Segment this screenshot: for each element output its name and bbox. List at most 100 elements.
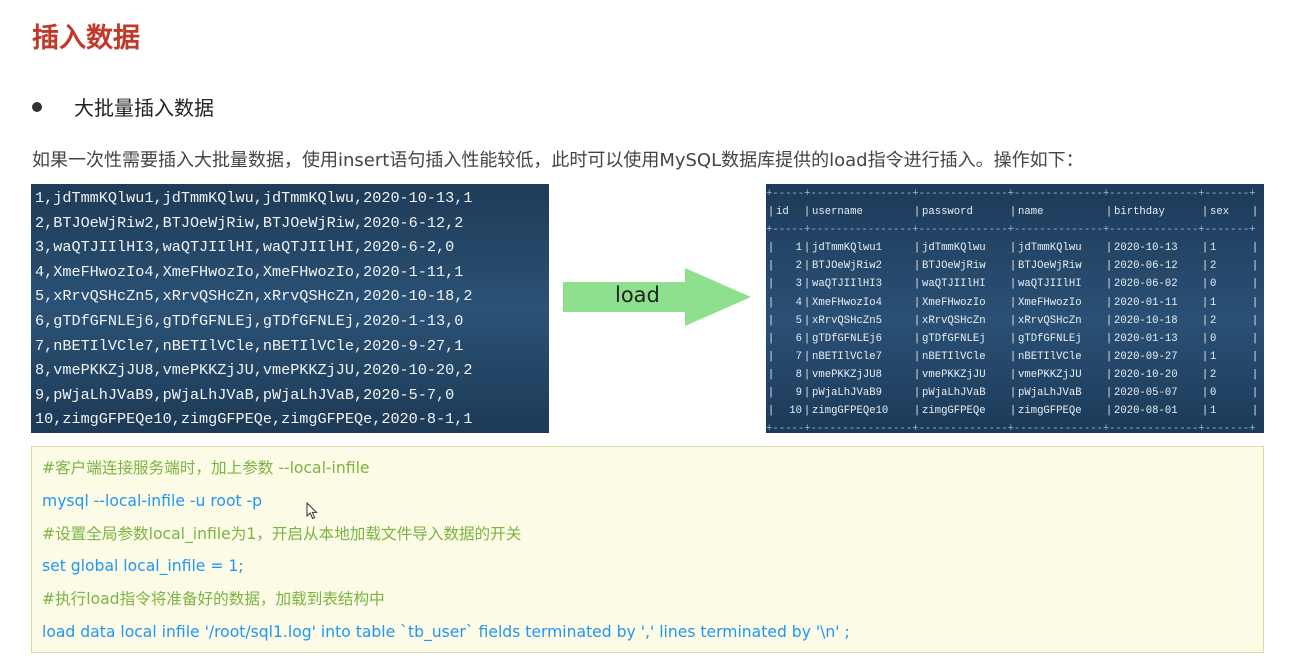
cell-divider: | (767, 368, 775, 381)
cell-divider: | (767, 242, 775, 255)
table-cell: BTJOeWjRiw2 (812, 260, 882, 273)
cell-divider: | (1009, 405, 1017, 418)
cell-divider: | (1251, 350, 1259, 363)
table-cell: 5 (795, 314, 802, 327)
cell-divider: | (1251, 314, 1259, 327)
table-cell: 1 (1210, 296, 1217, 309)
table-cell: pWjaLhJVaB9 (812, 387, 882, 400)
table-cell: BTJOeWjRiw (922, 260, 986, 273)
cell-divider: | (1201, 387, 1209, 400)
cell-divider: | (1201, 296, 1209, 309)
cell-divider: | (1201, 405, 1209, 418)
table-row: |2|BTJOeWjRiw2|BTJOeWjRiw|BTJOeWjRiw|202… (766, 257, 1264, 275)
cell-divider: | (767, 314, 775, 327)
cell-divider: | (913, 368, 921, 381)
code-command-line: load data local infile '/root/sql1.log' … (42, 622, 850, 641)
raw-data-line: 10,zimgGFPEQe10,zimgGFPEQe,zimgGFPEQe,20… (35, 410, 473, 429)
table-cell: XmeFHwozIo4 (812, 296, 882, 309)
cell-divider: | (1009, 278, 1017, 291)
cell-divider: | (1251, 332, 1259, 345)
table-cell: vmePKKZjJU (922, 368, 986, 381)
code-command-line: mysql --local-infile -u root -p (42, 491, 263, 510)
table-row: |5|xRrvQSHcZn5|xRrvQSHcZn|xRrvQSHcZn|202… (766, 312, 1264, 330)
table-row: |7|nBETIlVCle7|nBETIlVCle|nBETIlVCle|202… (766, 348, 1264, 366)
table-cell: 2 (1210, 368, 1217, 381)
page-title: 插入数据 (32, 23, 140, 54)
cell-divider: | (913, 296, 921, 309)
table-cell: 1 (1210, 405, 1217, 418)
table-cell: 0 (1210, 332, 1217, 345)
cell-divider: | (1201, 278, 1209, 291)
table-cell: name (1018, 206, 1044, 219)
cell-divider: | (1009, 314, 1017, 327)
cell-divider: | (803, 242, 811, 255)
table-cell: pWjaLhJVaB (1018, 387, 1082, 400)
cell-divider: | (803, 278, 811, 291)
table-cell: vmePKKZjJU8 (812, 368, 882, 381)
cell-divider: | (1009, 387, 1017, 400)
code-comment-line: #设置全局参数local_infile为1，开启从本地加载文件导入数据的开关 (42, 524, 522, 543)
cell-divider: | (1105, 242, 1113, 255)
cell-divider: | (767, 206, 775, 219)
table-cell: 2020-01-11 (1114, 296, 1178, 309)
raw-data-line: 5,xRrvQSHcZn5,xRrvQSHcZn,xRrvQSHcZn,2020… (35, 287, 473, 306)
table-row: |6|gTDfGFNLEj6|gTDfGFNLEj|gTDfGFNLEj|202… (766, 330, 1264, 348)
table-cell: 2020-06-12 (1114, 260, 1178, 273)
table-cell: nBETIlVCle7 (812, 350, 882, 363)
cell-divider: | (913, 387, 921, 400)
cell-divider: | (1251, 206, 1259, 219)
table-cell: jdTmmKQlwu (922, 242, 986, 255)
cell-divider: | (803, 368, 811, 381)
table-cell: password (922, 206, 973, 219)
table-cell: XmeFHwozIo (922, 296, 986, 309)
cell-divider: | (1201, 206, 1209, 219)
cell-divider: | (1251, 387, 1259, 400)
code-comment-line: #执行load指令将准备好的数据，加载到表结构中 (42, 590, 385, 609)
cell-divider: | (913, 260, 921, 273)
table-cell: xRrvQSHcZn (1018, 314, 1082, 327)
cell-divider: | (913, 278, 921, 291)
cell-divider: | (913, 206, 921, 219)
table-header-row: |id|username|password|name|birthday|sex| (766, 203, 1264, 221)
cell-divider: | (1251, 368, 1259, 381)
cell-divider: | (913, 314, 921, 327)
cell-divider: | (1201, 242, 1209, 255)
cell-divider: | (1009, 242, 1017, 255)
cell-divider: | (1105, 260, 1113, 273)
table-cell: waQTJIIlHI3 (812, 278, 882, 291)
table-cell: 1 (1210, 350, 1217, 363)
table-cell: zimgGFPEQe (1018, 405, 1082, 418)
cell-divider: | (913, 405, 921, 418)
load-arrow: load (563, 268, 751, 326)
table-cell: 1 (795, 242, 802, 255)
cell-divider: | (1105, 278, 1113, 291)
table-cell: 2020-06-02 (1114, 278, 1178, 291)
cell-divider: | (1251, 278, 1259, 291)
table-cell: BTJOeWjRiw (1018, 260, 1082, 273)
table-cell: nBETIlVCle (1018, 350, 1082, 363)
cell-divider: | (1251, 296, 1259, 309)
cell-divider: | (767, 332, 775, 345)
cell-divider: | (1105, 387, 1113, 400)
table-cell: waQTJIIlHI (1018, 278, 1082, 291)
table-cell: 7 (795, 350, 802, 363)
cell-divider: | (803, 387, 811, 400)
intro-paragraph: 如果一次性需要插入大批量数据，使用insert语句插入性能较低，此时可以使用My… (32, 150, 1084, 171)
cell-divider: | (1105, 350, 1113, 363)
table-cell: xRrvQSHcZn (922, 314, 986, 327)
cell-divider: | (803, 332, 811, 345)
cell-divider: | (767, 260, 775, 273)
cell-divider: | (1009, 260, 1017, 273)
cell-divider: | (1105, 314, 1113, 327)
table-cell: 8 (795, 368, 802, 381)
table-cell: pWjaLhJVaB (922, 387, 986, 400)
cell-divider: | (803, 314, 811, 327)
cell-divider: | (767, 405, 775, 418)
cell-divider: | (913, 332, 921, 345)
table-cell: 2020-10-20 (1114, 368, 1178, 381)
raw-data-line: 2,BTJOeWjRiw2,BTJOeWjRiw,BTJOeWjRiw,2020… (35, 213, 464, 232)
table-cell: XmeFHwozIo (1018, 296, 1082, 309)
table-cell: 0 (1210, 278, 1217, 291)
raw-data-line: 3,waQTJIIlHI3,waQTJIIlHI,waQTJIIlHI,2020… (35, 238, 455, 257)
table-cell: xRrvQSHcZn5 (812, 314, 882, 327)
